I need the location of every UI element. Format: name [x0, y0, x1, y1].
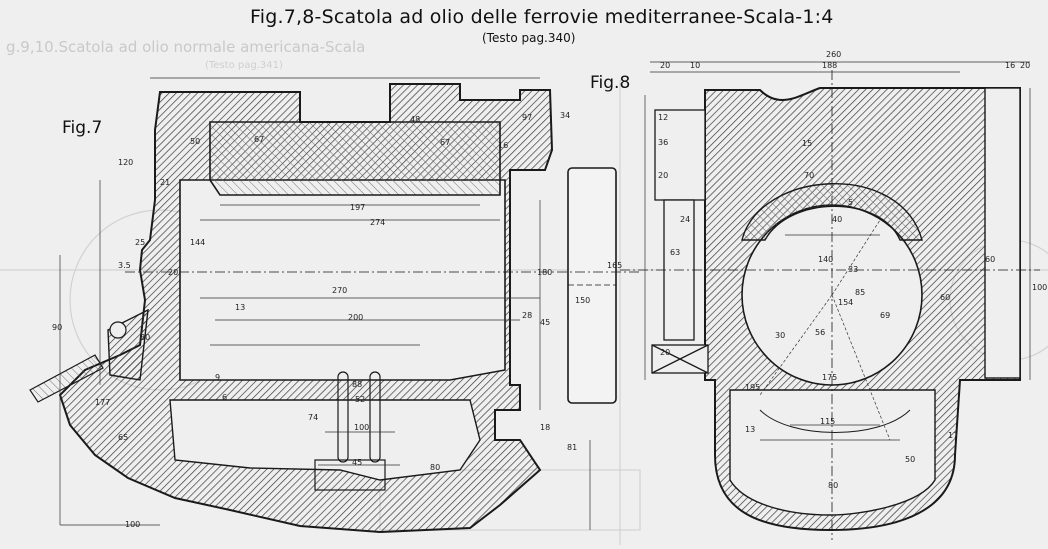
fig7-dimension-label: 30 [140, 333, 150, 342]
fig8-dimension-label: 30 [775, 331, 785, 340]
fig7-dimension-label: 48 [410, 115, 420, 124]
fig8-dimension-label: 10 [690, 61, 700, 70]
fig7-dimension-label: 88 [352, 380, 362, 389]
fig7-dimension-label: 67 [254, 135, 264, 144]
fig7-dimension-label: 200 [348, 313, 363, 322]
fig7-dimension-label: 100 [354, 423, 369, 432]
fig7-dimension-label: 25 [135, 238, 145, 247]
fig8-dimension-label: 20 [660, 348, 670, 357]
fig7-dimension-label: 150 [575, 296, 590, 305]
fig7-axle-end [567, 167, 617, 404]
fig8-dimension-label: 15 [802, 139, 812, 148]
fig8-dimension-label: 50 [905, 455, 915, 464]
fig7-dimension-label: 100 [125, 520, 140, 529]
fig7-dimension-label: 144 [190, 238, 205, 247]
fig8-dimension-label: 70 [804, 171, 814, 180]
fig8-dimension-label: 13 [745, 425, 755, 434]
fig7-dimension-label: 165 [607, 261, 622, 270]
fig8-drawing [620, 61, 1040, 540]
fig7-drawing [29, 77, 640, 534]
fig7-dimension-label: 13 [235, 303, 245, 312]
fig8-dimension-label: 20 [658, 171, 668, 180]
fig8-dimension-label: 175 [822, 373, 837, 382]
fig8-dimension-label: 5 [848, 198, 853, 207]
fig8-dimension-label: 195 [745, 383, 760, 392]
fig8-dimension-label: 16 [1005, 61, 1015, 70]
fig8-dimension-label: 20 [1020, 61, 1030, 70]
fig8-dimension-label: 60 [985, 255, 995, 264]
fig7-handle [29, 354, 104, 403]
fig8-dimension-label: 100 [1032, 283, 1047, 292]
fig8-dimension-label: 69 [880, 311, 890, 320]
fig7-dimension-label: 45 [352, 458, 362, 467]
fig7-inner-cavity [179, 179, 506, 381]
fig7-dimension-label: 274 [370, 218, 385, 227]
fig7-dimension-label: 81 [567, 443, 577, 452]
fig8-bearing-shell [741, 183, 923, 241]
fig8-dimension-label: 85 [855, 288, 865, 297]
fig7-dimension-label: 65 [118, 433, 128, 442]
fig7-dimension-label: 6 [222, 393, 227, 402]
fig7-dimension-label: 52 [355, 395, 365, 404]
fig8-dimension-label: 33 [848, 265, 858, 274]
fig8-dimension-label: 36 [658, 138, 668, 147]
fig8-dimension-label: 56 [815, 328, 825, 337]
fig7-dimension-label: 67 [440, 138, 450, 147]
fig8-dimension-label: 154 [838, 298, 853, 307]
fig7-dimension-label: 16 [498, 141, 508, 150]
fig7-springs [314, 371, 386, 491]
fig7-dimension-label: 20 [168, 268, 178, 277]
fig8-dimension-label: 80 [828, 481, 838, 490]
figure-caption-title: Fig.7,8-Scatola ad olio delle ferrovie m… [250, 6, 834, 28]
fig7-dimension-label: 45 [540, 318, 550, 327]
fig8-oil-chamber [729, 389, 936, 516]
fig8-dimension-label: 12 [658, 113, 668, 122]
fig8-dimension-label: 140 [818, 255, 833, 264]
fig8-dimension-label: 60 [940, 293, 950, 302]
fig8-dimension-label: 115 [820, 417, 835, 426]
fig8-side-block [984, 87, 1021, 379]
fig7-dimension-label: 120 [118, 158, 133, 167]
fig8-dimension-label: 63 [670, 248, 680, 257]
fig7-dimension-label: 74 [308, 413, 318, 422]
fig7-dimension-label: 80 [430, 463, 440, 472]
fig7-dimension-label: 9 [215, 373, 220, 382]
fig7-oil-chamber [169, 399, 481, 481]
fig7-dimension-label: 18 [540, 423, 550, 432]
fig7-dimension-label: 177 [95, 398, 110, 407]
fig8-dimension-label: 24 [680, 215, 690, 224]
fig7-dimension-label: 34 [560, 111, 570, 120]
fig8-dimension-label: 260 [826, 50, 841, 59]
fig7-dimension-label: 97 [522, 113, 532, 122]
fig8-dimension-lines [644, 61, 1031, 441]
bleed-through-subtitle: (Testo pag.341) [205, 60, 283, 71]
fig8-bolt [651, 109, 709, 374]
fig7-dimension-label: 90 [52, 323, 62, 332]
fig8-dimension-label: 17 [948, 431, 958, 440]
fig7-dimension-label: 28 [522, 311, 532, 320]
fig7-dimension-label: 21 [160, 178, 170, 187]
fig7-label: Fig.7 [62, 118, 103, 138]
figure-caption-subtitle: (Testo pag.340) [482, 31, 576, 45]
fig7-dimension-label: 270 [332, 286, 347, 295]
fig8-dimension-label: 188 [822, 61, 837, 70]
fig7-bearing-shell [209, 121, 501, 196]
fig7-dimension-label: 50 [190, 137, 200, 146]
bleed-through-title: g.9,10.Scatola ad olio normale americana… [6, 38, 366, 56]
fig7-dimension-label: 3.5 [118, 261, 131, 270]
fig8-dimension-label: 40 [832, 215, 842, 224]
fig7-dimension-lines [59, 77, 591, 530]
fig8-dimension-label: 20 [660, 61, 670, 70]
fig8-dimension-labels: 20 10 188 260 16 20 12 36 20 24 15 70 63 60 40 115 140 33… [658, 50, 1047, 490]
fig8-label: Fig.8 [590, 73, 631, 93]
fig7-dimension-label: 197 [350, 203, 365, 212]
fig7-dimension-label: 180 [537, 268, 552, 277]
fig7-dimension-labels: 50 67 67 48 97 34 16 120 197 274 144 270 200 180 150 16… [52, 111, 622, 529]
